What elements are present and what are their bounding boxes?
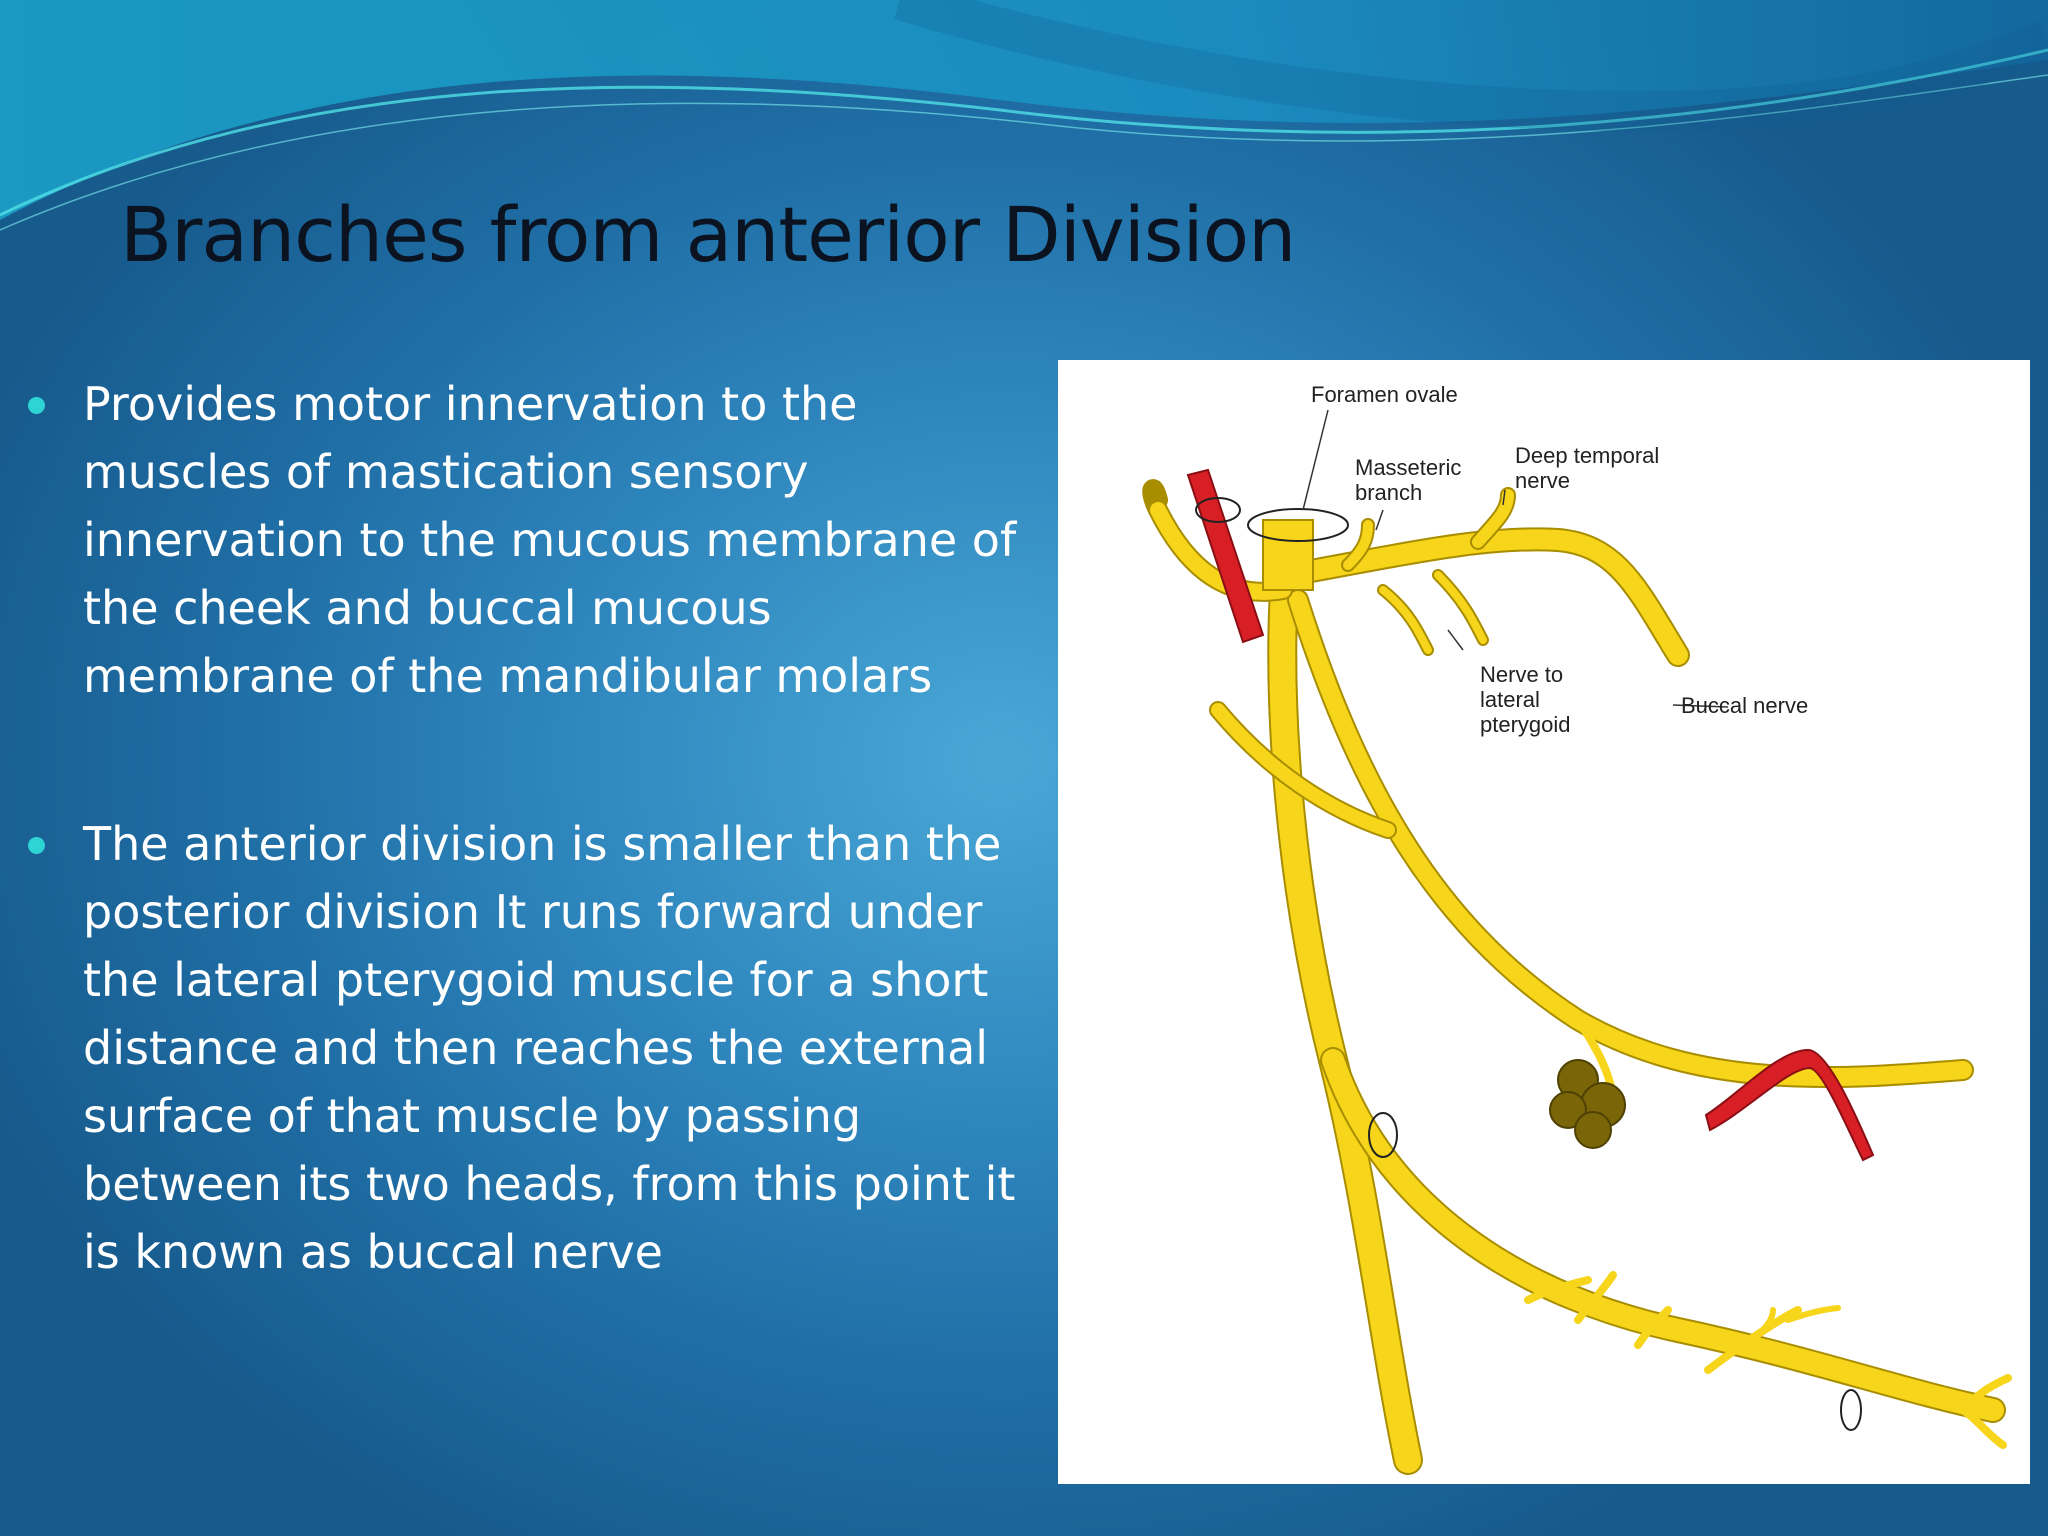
label-deep-temporal-line2: nerve <box>1515 468 1570 493</box>
label-foramen-ovale: Foramen ovale <box>1311 382 1458 407</box>
label-deep-temporal-line1: Deep temporal <box>1515 443 1659 468</box>
bullet-text: The anterior division is smaller than th… <box>83 817 1016 1279</box>
label-lateral-pterygoid-line1: Nerve to <box>1480 662 1563 687</box>
maxillary-artery <box>1186 468 1265 644</box>
mandibular-nerve-diagram: Foramen ovale Masseteric branch Deep tem… <box>1058 360 2030 1484</box>
bullet-text: Provides motor innervation to the muscle… <box>83 377 1017 703</box>
bullet-dot-icon <box>28 837 45 854</box>
bullet-list: Provides motor innervation to the muscle… <box>20 370 1030 1286</box>
label-masseteric-line1: Masseteric <box>1355 455 1461 480</box>
label-lateral-pterygoid-line3: pterygoid <box>1480 712 1571 737</box>
bullet-item: Provides motor innervation to the muscle… <box>20 370 1030 710</box>
otic-ganglion <box>1549 1059 1626 1149</box>
facial-artery <box>1704 1048 1875 1162</box>
header-wave-decoration <box>0 0 2048 231</box>
label-masseteric-line2: branch <box>1355 480 1422 505</box>
slide-title: Branches from anterior Division <box>120 190 1296 279</box>
bullet-dot-icon <box>28 397 45 414</box>
label-lateral-pterygoid-line2: lateral <box>1480 687 1540 712</box>
bullet-item: The anterior division is smaller than th… <box>20 810 1030 1286</box>
label-buccal-nerve: Buccal nerve <box>1681 693 1808 718</box>
